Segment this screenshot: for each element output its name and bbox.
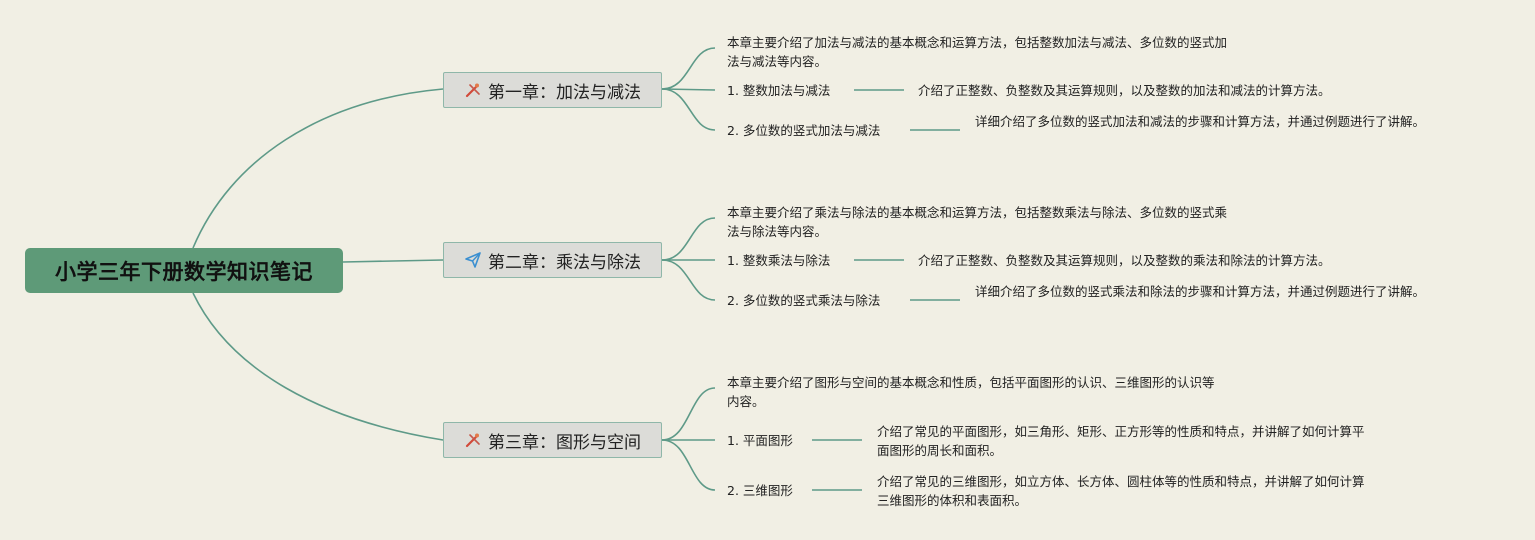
ch1-link-item2 (661, 88, 716, 131)
topic-label[interactable]: 2. 多位数的竖式乘法与除法 (727, 293, 881, 308)
topic-description: 介绍了正整数、负整数及其运算规则，以及整数的加法和减法的计算方法。 (918, 83, 1331, 98)
topic-label[interactable]: 1. 整数加法与减法 (727, 83, 831, 98)
chapter-node-1[interactable]: 第一章：加法与减法 (443, 72, 662, 108)
topic-description: 介绍了正整数、负整数及其运算规则，以及整数的乘法和除法的计算方法。 (918, 253, 1331, 268)
chapter-title: 第三章：图形与空间 (488, 432, 641, 453)
tools-icon (464, 81, 482, 99)
paper-plane-icon (464, 251, 482, 269)
chapter-title: 第一章：加法与减法 (488, 82, 641, 103)
chapter-summary: 本章主要介绍了乘法与除法的基本概念和运算方法，包括整数乘法与除法、多位数的竖式乘… (727, 205, 1228, 239)
root-link-1 (192, 88, 444, 249)
ch3-link-summary (661, 387, 716, 441)
chapter-node-3[interactable]: 第三章：图形与空间 (443, 422, 662, 458)
chapter-summary: 本章主要介绍了加法与减法的基本概念和运算方法，包括整数加法与减法、多位数的竖式加… (727, 35, 1228, 69)
topic-description: 详细介绍了多位数的竖式乘法和除法的步骤和计算方法，并通过例题进行了讲解。 (975, 284, 1426, 299)
ch1-link-item1 (661, 88, 716, 91)
chapter-summary: 本章主要介绍了图形与空间的基本概念和性质，包括平面图形的认识、三维图形的认识等内… (727, 375, 1215, 409)
ch2-link-item2 (661, 259, 716, 301)
topic-label[interactable]: 2. 三维图形 (727, 483, 793, 498)
topic-description: 详细介绍了多位数的竖式加法和减法的步骤和计算方法，并通过例题进行了讲解。 (975, 114, 1426, 129)
topic-label[interactable]: 1. 平面图形 (727, 433, 793, 448)
ch2-link-summary (661, 217, 716, 261)
chapter-node-2[interactable]: 第二章：乘法与除法 (443, 242, 662, 278)
root-link-2 (342, 259, 444, 263)
ch1-link-summary (661, 47, 716, 90)
chapter-title: 第二章：乘法与除法 (488, 252, 641, 273)
ch3-link-item2 (661, 439, 716, 491)
tools-icon (464, 431, 482, 449)
root-link-3 (192, 292, 444, 441)
topic-label[interactable]: 2. 多位数的竖式加法与减法 (727, 123, 881, 138)
topic-description: 介绍了常见的三维图形，如立方体、长方体、圆柱体等的性质和特点，并讲解了如何计算三… (877, 474, 1365, 508)
topic-label[interactable]: 1. 整数乘法与除法 (727, 253, 831, 268)
topic-description: 介绍了常见的平面图形，如三角形、矩形、正方形等的性质和特点，并讲解了如何计算平面… (877, 424, 1365, 458)
root-node[interactable]: 小学三年下册数学知识笔记 (25, 248, 343, 293)
